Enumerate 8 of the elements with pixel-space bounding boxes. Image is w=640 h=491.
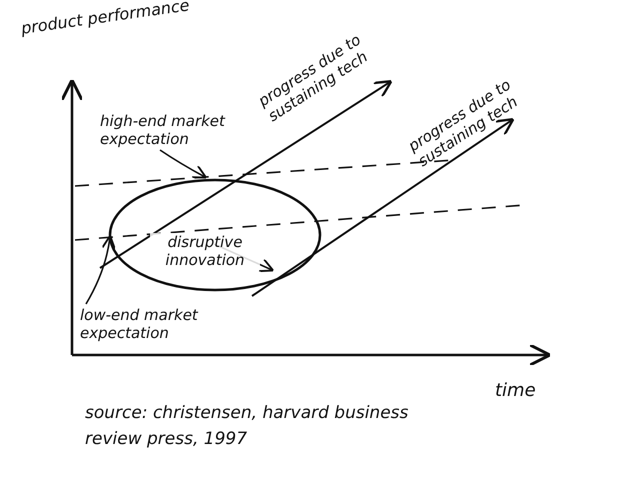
leader-arrow [85, 234, 116, 304]
axis-label: product performance [20, 0, 192, 38]
ellipse-outline [108, 178, 322, 292]
axis-label: time [495, 382, 537, 400]
annotation-text: low-end market expectation [80, 306, 240, 342]
annotation-text: high-end market expectation [100, 112, 260, 148]
leader-arrow [160, 149, 208, 179]
source-caption: source: christensen, harvard business review press, 1997 [85, 402, 410, 451]
